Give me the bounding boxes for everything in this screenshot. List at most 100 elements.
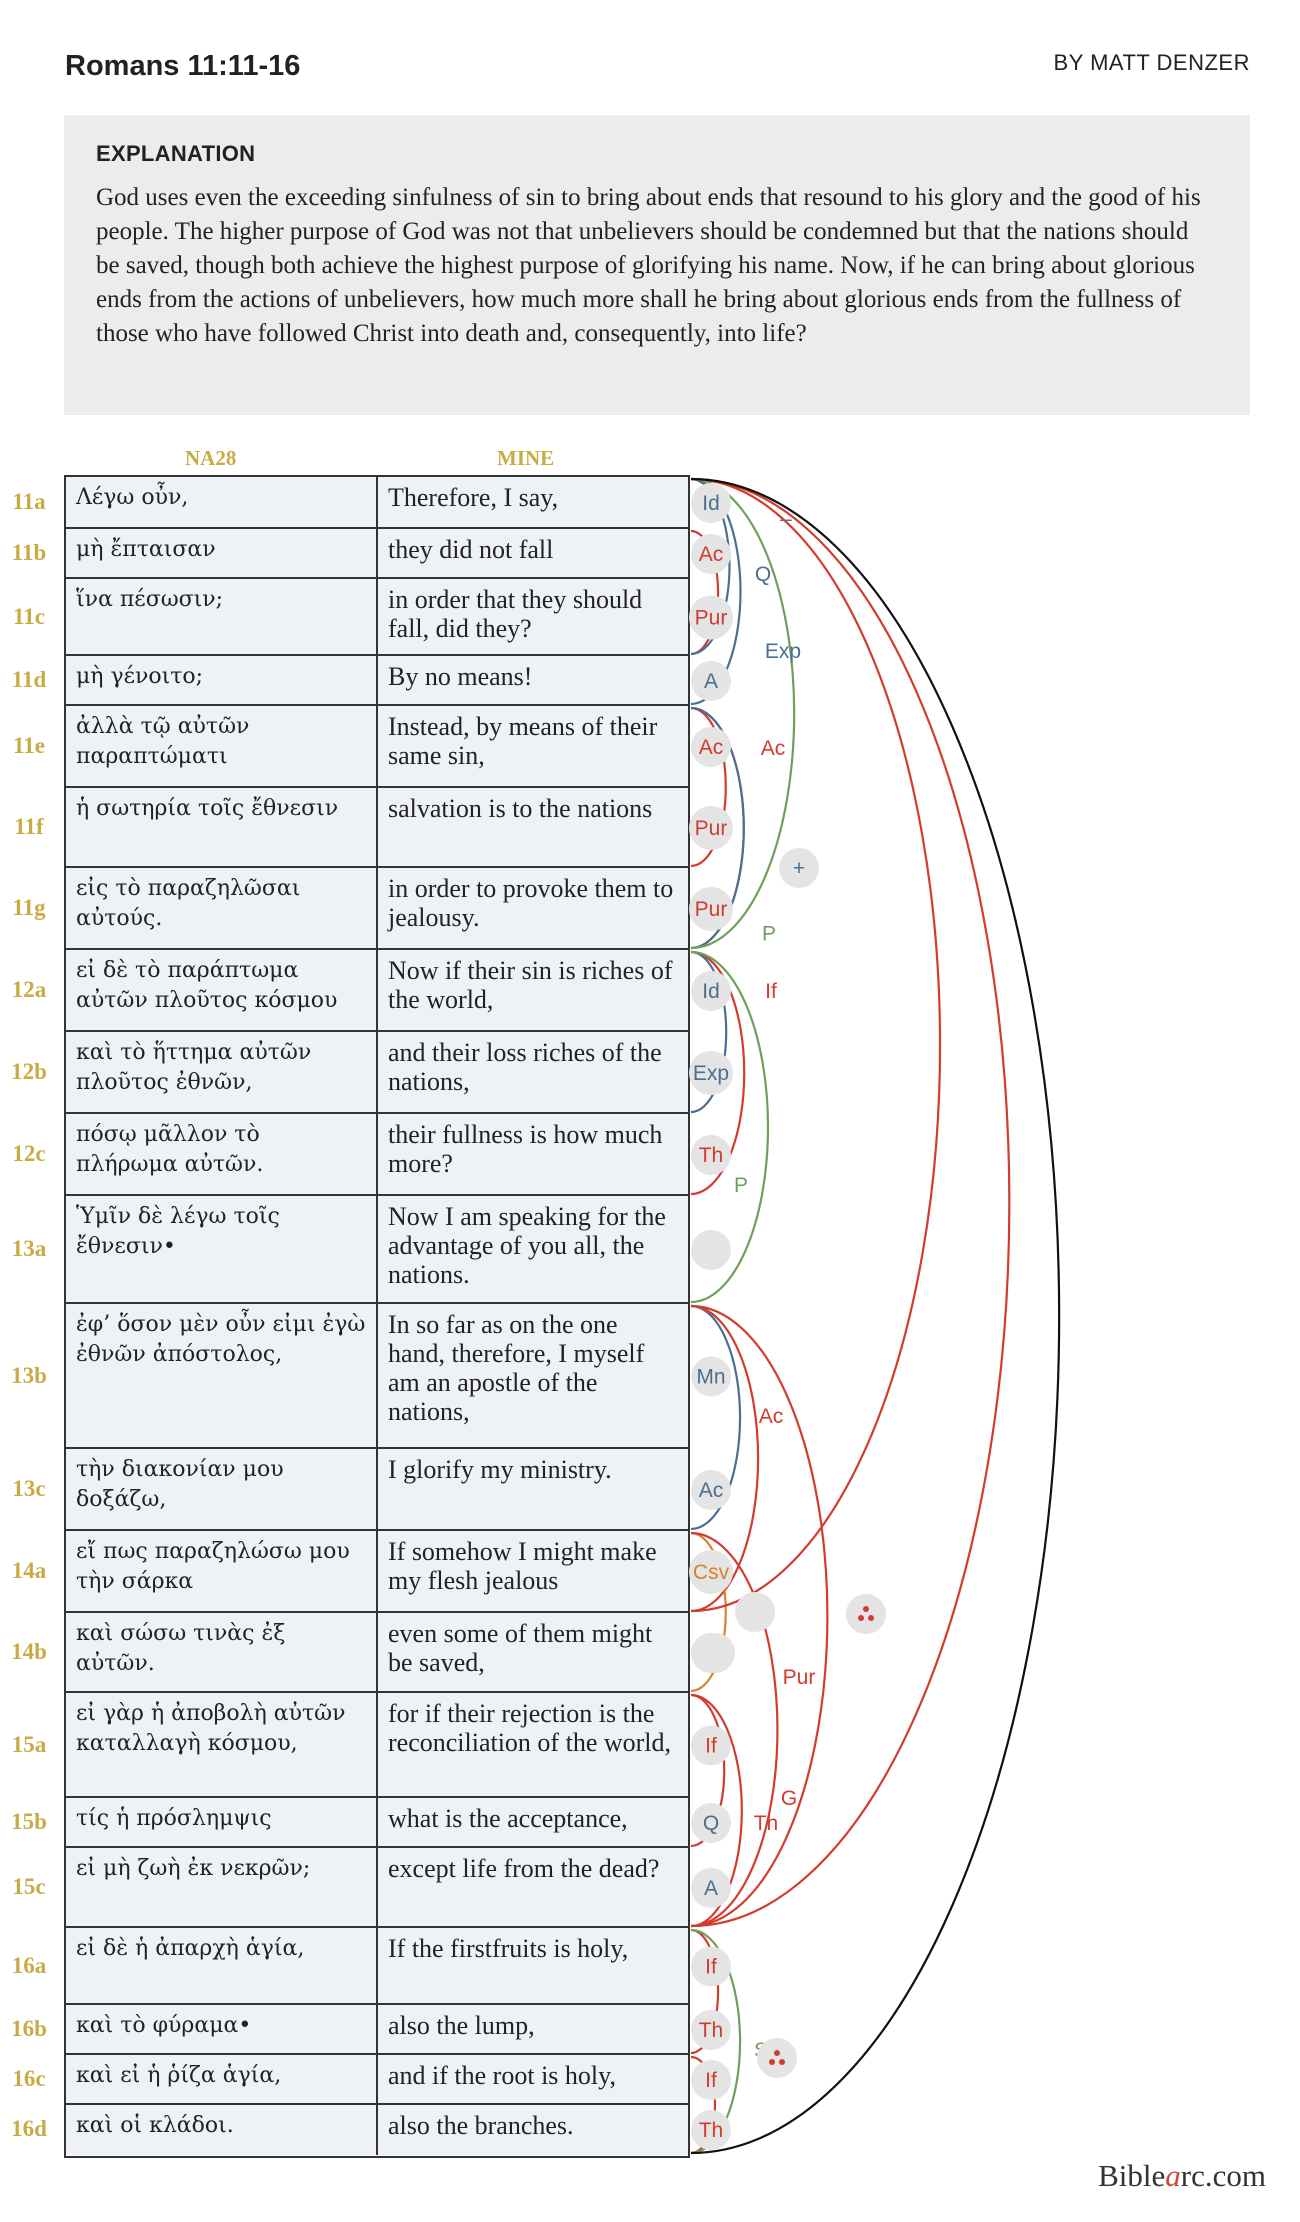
english-text-cell: Now I am speaking for the advantage of y…	[388, 1202, 666, 1289]
verse-ref: 11a	[12, 489, 46, 514]
relation-label: Ac	[761, 737, 786, 760]
node-label: A	[704, 1877, 718, 1900]
table-row: καὶ οἱ κλάδοι.also the branches.	[66, 2105, 688, 2155]
proposition-node[interactable]	[691, 1803, 731, 1843]
ellipsis-dot	[769, 2059, 775, 2065]
english-text-cell: except life from the dead?	[388, 1854, 660, 1883]
relation-arc	[690, 1304, 829, 1928]
greek-text-cell: καὶ τὸ φύραμα•	[66, 2005, 378, 2053]
greek-text-cell: τίς ἡ πρόσλημψις	[66, 1798, 378, 1846]
column-header-english: MINE	[497, 446, 555, 470]
verse-ref: 11b	[11, 540, 47, 565]
node-label: Pur	[695, 817, 728, 840]
proposition-node[interactable]	[689, 595, 733, 640]
node-label: Q	[703, 1812, 719, 1835]
proposition-node[interactable]	[691, 1725, 731, 1766]
verse-ref: 15a	[11, 1731, 47, 1757]
verse-ref: 12c	[12, 1141, 46, 1166]
table-row: καὶ σώσω τινὰς ἐξ αὐτῶν.even some of the…	[66, 1613, 688, 1693]
collapsed-group-icon[interactable]	[757, 2038, 797, 2078]
greek-text-cell: εἴ πως παραζηλώσω μου τὴν σάρκα	[66, 1531, 378, 1611]
greek-text-cell: καὶ τὸ ἥττημα αὐτῶν πλοῦτος ἐθνῶν,	[66, 1032, 378, 1112]
node-label: Ac	[699, 736, 724, 759]
proposition-node[interactable]	[691, 1135, 731, 1175]
node-label: Mn	[696, 1366, 725, 1389]
proposition-node[interactable]	[691, 727, 731, 767]
empty-node[interactable]	[695, 1633, 735, 1673]
relation-label: –	[780, 508, 792, 531]
relation-arc	[690, 1693, 743, 1928]
ellipsis-dot	[863, 1606, 869, 1612]
english-text-cell: also the branches.	[388, 2111, 574, 2140]
table-row: τίς ἡ πρόσλημψις what is the acceptance,	[66, 1798, 688, 1848]
verse-ref: 13a	[11, 1236, 47, 1261]
node-label: Id	[702, 492, 720, 515]
node-label: If	[705, 1735, 717, 1758]
ellipsis-dot	[779, 2059, 785, 2065]
node-label: Csv	[693, 1561, 730, 1584]
verse-ref: 16b	[11, 2016, 47, 2041]
greek-text-cell: εἰ δὲ τὸ παράπτωμα αὐτῶν πλοῦτος κόσμου	[66, 950, 378, 1030]
relation-arc	[690, 2055, 717, 2155]
proposition-node[interactable]	[691, 1230, 731, 1270]
proposition-node[interactable]	[691, 971, 731, 1011]
explanation-heading: EXPLANATION	[96, 141, 256, 166]
proposition-node[interactable]	[691, 1356, 731, 1397]
relation-label: Ac	[759, 1405, 784, 1428]
relation-arc	[690, 706, 727, 868]
proposition-node[interactable]	[689, 1051, 733, 1095]
proposition-node[interactable]	[691, 1868, 731, 1908]
verse-ref: 13b	[11, 1362, 47, 1388]
english-text-cell: and their loss riches of the nations,	[388, 1038, 662, 1096]
english-text-cell: and if the root is holy,	[388, 2061, 616, 2090]
proposition-node[interactable]	[691, 2010, 731, 2050]
proposition-node[interactable]	[691, 2110, 731, 2150]
node-label: Ac	[699, 543, 724, 566]
collapsed-group-icon[interactable]	[846, 1594, 886, 1634]
biblearc-logo[interactable]: Biblearc.com	[1098, 2158, 1266, 2194]
english-text-cell: they did not fall	[388, 535, 554, 564]
relation-arc	[690, 1531, 727, 1693]
proposition-node[interactable]	[691, 1946, 731, 1987]
relation-arc	[690, 1304, 760, 1613]
english-text-cell: for if their rejection is the reconcilia…	[388, 1699, 672, 1757]
relation-label: G	[781, 1787, 797, 1810]
proposition-node[interactable]	[691, 1470, 731, 1510]
relation-label: Q	[755, 563, 771, 586]
logo-rc: rc.com	[1180, 2158, 1266, 2193]
proposition-node[interactable]	[689, 1550, 733, 1594]
proposition-node[interactable]	[689, 887, 733, 931]
english-text-cell: what is the acceptance,	[388, 1804, 628, 1833]
proposition-node[interactable]	[691, 483, 731, 523]
relation-node[interactable]	[779, 848, 819, 888]
english-text-cell: If somehow I might make my flesh jealous	[388, 1537, 657, 1595]
english-text-cell: in order that they should fall, did they…	[388, 585, 643, 643]
table-row: εἰς τὸ παραζηλῶσαι αὐτούς.in order to pr…	[66, 868, 688, 950]
greek-text-cell: εἰ μὴ ζωὴ ἐκ νεκρῶν;	[66, 1848, 378, 1926]
greek-text-cell: ἀλλὰ τῷ αὐτῶν παραπτώματι	[66, 706, 378, 786]
english-text-cell: Now if their sin is riches of the world,	[388, 956, 673, 1014]
english-text-cell: I glorify my ministry.	[388, 1455, 612, 1484]
relation-arc	[690, 477, 942, 1613]
verse-ref: 11e	[13, 733, 45, 758]
table-row: καὶ τὸ φύραμα•also the lump,	[66, 2005, 688, 2055]
proposition-node[interactable]	[691, 2060, 731, 2100]
proposition-node[interactable]	[691, 534, 731, 574]
proposition-node[interactable]	[689, 806, 733, 850]
node-label: Th	[699, 2119, 724, 2142]
english-text-cell: their fullness is how much more?	[388, 1120, 663, 1178]
proposition-node[interactable]	[691, 661, 731, 701]
author-byline: BY MATT DENZER	[1053, 50, 1250, 75]
logo-arc: a	[1165, 2158, 1181, 2193]
relation-arc	[690, 706, 745, 950]
english-text-cell: salvation is to the nations	[388, 794, 653, 823]
relation-label: +	[793, 857, 805, 880]
empty-node[interactable]	[735, 1592, 775, 1632]
verse-ref: 12a	[11, 977, 47, 1002]
node-label: Pur	[695, 607, 728, 630]
